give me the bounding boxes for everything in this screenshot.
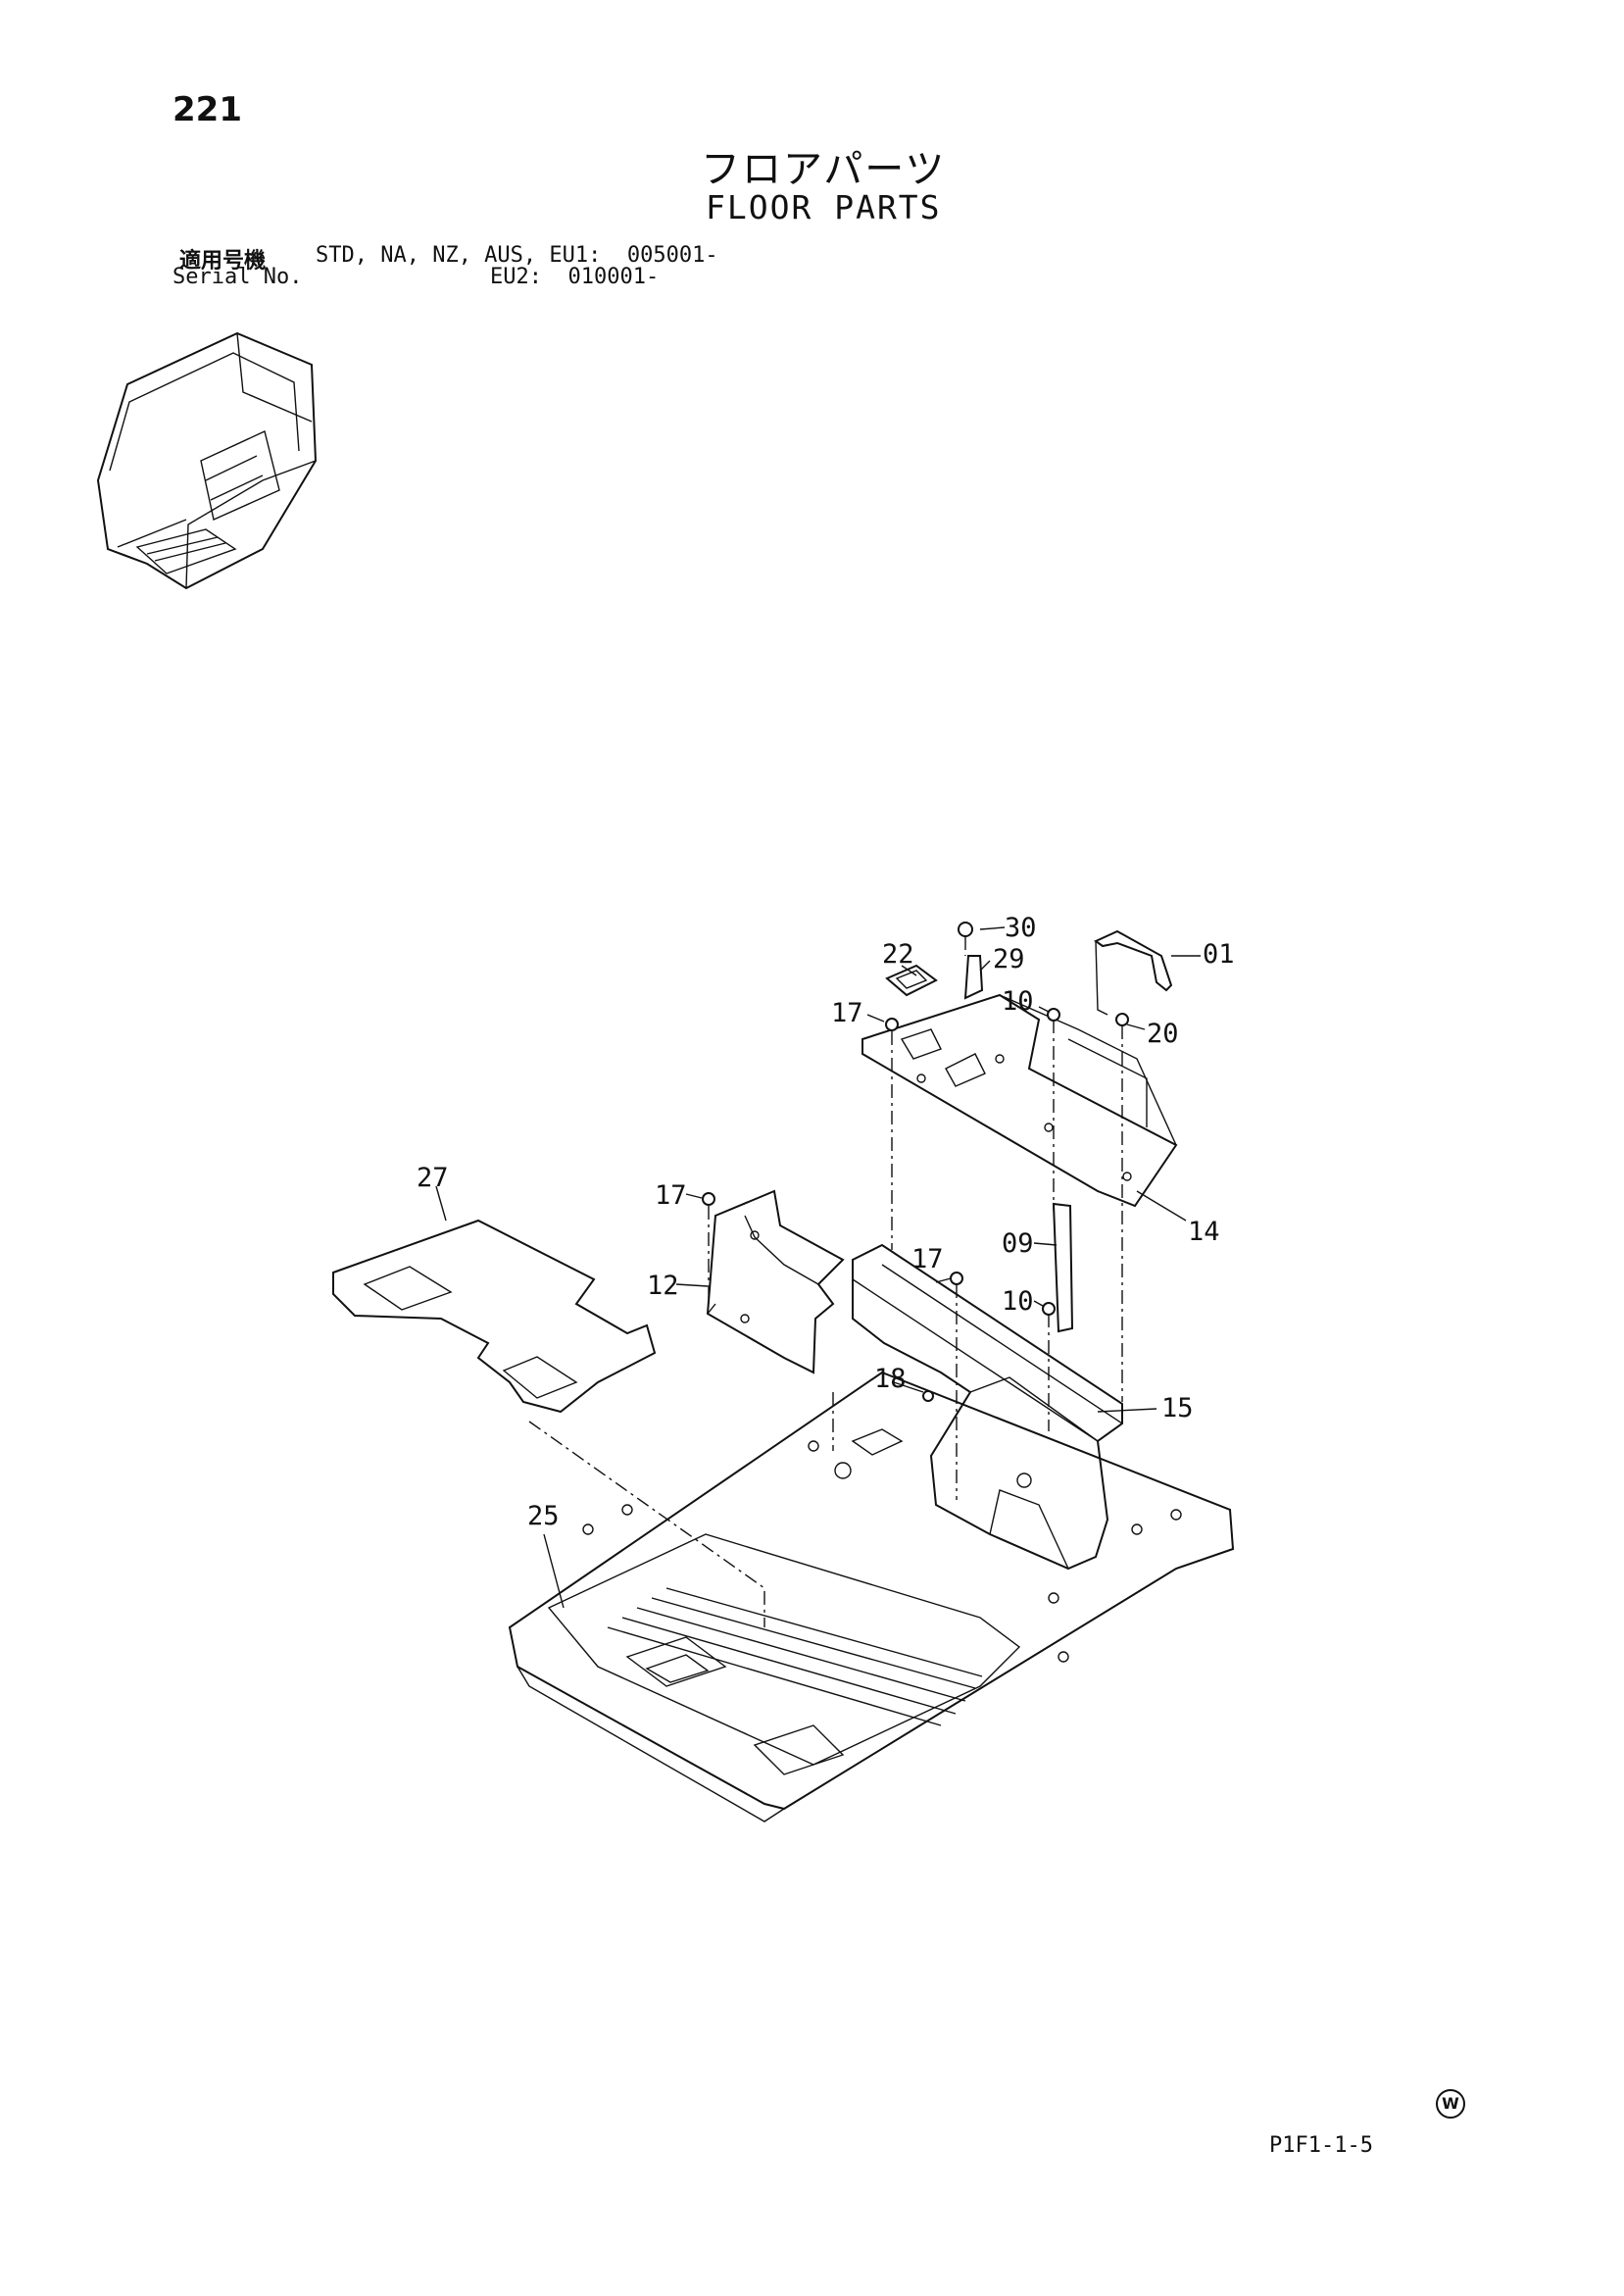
- fasteners: [702, 922, 1129, 1402]
- part-22-grommet: [885, 964, 938, 997]
- label-17-b: 17: [655, 1180, 687, 1211]
- part-labels: 30 01 22 29 17 10 20 14 27 17 09 12 17 1…: [417, 913, 1235, 1531]
- label-29: 29: [993, 944, 1025, 974]
- label-17-c: 17: [911, 1244, 944, 1274]
- label-25: 25: [527, 1501, 560, 1531]
- reference-code: P1F1-1-5: [1269, 2133, 1373, 2158]
- part-01-bracket: [1094, 929, 1173, 992]
- page-title-en: FLOOR PARTS: [706, 188, 942, 226]
- label-10-a: 10: [1002, 986, 1034, 1017]
- label-09: 09: [1002, 1228, 1034, 1259]
- serial-range-2: EU2: 010001-: [490, 265, 660, 289]
- part-14-upper-panel: [861, 993, 1178, 1208]
- label-01: 01: [1203, 939, 1235, 970]
- label-18: 18: [874, 1364, 907, 1394]
- serial-range-1: STD, NA, NZ, AUS, EU1: 005001-: [316, 243, 718, 268]
- label-27: 27: [417, 1163, 449, 1193]
- label-10-b: 10: [1002, 1286, 1034, 1317]
- label-20: 20: [1147, 1019, 1179, 1049]
- w-mark-icon: W: [1436, 2089, 1465, 2119]
- label-30: 30: [1005, 913, 1037, 943]
- page-title-jp: フロアパーツ: [701, 147, 947, 192]
- label-15: 15: [1161, 1393, 1194, 1423]
- part-15-cross-member: [852, 1243, 1123, 1571]
- serial-label-jp: 適用号機: [179, 249, 267, 274]
- serial-label-en: Serial No.: [172, 265, 303, 289]
- cab-thumbnail: [96, 331, 318, 590]
- part-12-side-panel: [706, 1189, 845, 1374]
- label-14: 14: [1188, 1217, 1220, 1247]
- part-29-bracket: [963, 955, 984, 1000]
- part-25-floor-plate: [508, 1371, 1235, 1811]
- label-12: 12: [647, 1271, 679, 1301]
- part-09-strap: [1052, 1202, 1074, 1333]
- part-27-floor-mat: [332, 1219, 657, 1414]
- page-number: 221: [172, 90, 242, 129]
- label-17-a: 17: [831, 998, 863, 1028]
- label-22: 22: [882, 939, 914, 970]
